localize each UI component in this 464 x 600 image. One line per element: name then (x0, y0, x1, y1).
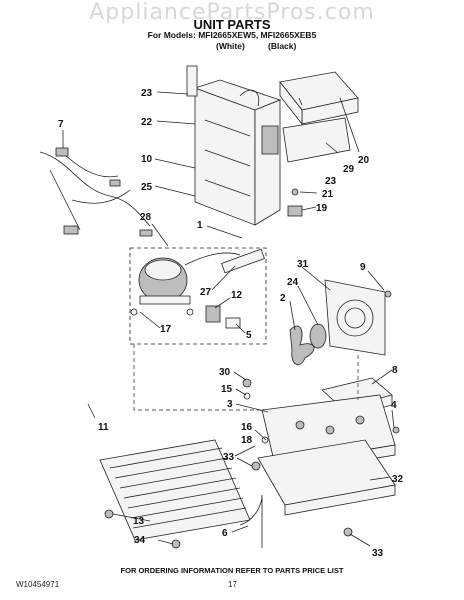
callout-23: 23 (141, 88, 153, 99)
evaporator-assembly (186, 65, 282, 226)
color-white-label: (White) (216, 41, 245, 51)
condenser-coil (99, 439, 251, 549)
callout-2: 2 (280, 293, 286, 304)
callout-7: 7 (58, 119, 64, 130)
page-title: UNIT PARTS (193, 17, 271, 32)
callout-4: 4 (391, 400, 397, 411)
callout-31: 31 (297, 259, 309, 270)
callout-30: 30 (219, 367, 231, 378)
callout-17: 17 (160, 324, 172, 335)
callout-32: 32 (392, 474, 404, 485)
callout-11: 11 (98, 422, 109, 433)
callout-6: 6 (222, 528, 228, 539)
alignment-lines (133, 344, 359, 411)
page-number: 17 (228, 580, 237, 589)
callout-33-top: 33 (223, 452, 235, 463)
callout-21: 21 (322, 189, 334, 200)
callout-22: 22 (141, 117, 153, 128)
wire-harness (39, 147, 153, 237)
callout-15: 15 (221, 384, 233, 395)
callout-19: 19 (316, 203, 328, 214)
callout-29: 29 (343, 164, 355, 175)
callout-13: 13 (133, 516, 145, 527)
callout-8: 8 (392, 365, 398, 376)
compressor-group-outline (129, 247, 267, 345)
callout-25: 25 (141, 182, 153, 193)
callout-23-right: 23 (325, 176, 337, 187)
callout-12: 12 (231, 290, 243, 301)
callout-28: 28 (140, 212, 152, 223)
callout-24: 24 (287, 277, 299, 288)
callout-27: 27 (200, 287, 212, 298)
drain-pan (239, 439, 396, 548)
callout-numbers: 23 22 10 25 7 28 1 27 12 17 5 2 24 31 9 … (58, 88, 404, 559)
callout-33-bottom: 33 (372, 548, 384, 559)
callout-18: 18 (241, 435, 253, 446)
callout-9: 9 (360, 262, 366, 273)
callout-5: 5 (246, 330, 252, 341)
document-number: W10454971 (16, 580, 60, 589)
color-black-label: (Black) (268, 41, 297, 51)
callout-20: 20 (358, 155, 370, 166)
condenser-fan-assembly (289, 279, 392, 366)
watermark: AppliancePartsPros.com (89, 0, 375, 25)
callout-10: 10 (141, 154, 153, 165)
screw-and-clip (287, 188, 303, 217)
evaporator-cover (279, 71, 359, 126)
callout-34: 34 (134, 535, 146, 546)
callout-3: 3 (227, 399, 233, 410)
callout-1: 1 (197, 220, 203, 231)
callout-leaders (62, 91, 395, 547)
models-line: For Models: MFI2665XEW5, MFI2665XEB5 (147, 30, 317, 40)
evaporator-back-panel (282, 117, 351, 163)
callout-16: 16 (241, 422, 253, 433)
ordering-note: FOR ORDERING INFORMATION REFER TO PARTS … (120, 566, 344, 575)
